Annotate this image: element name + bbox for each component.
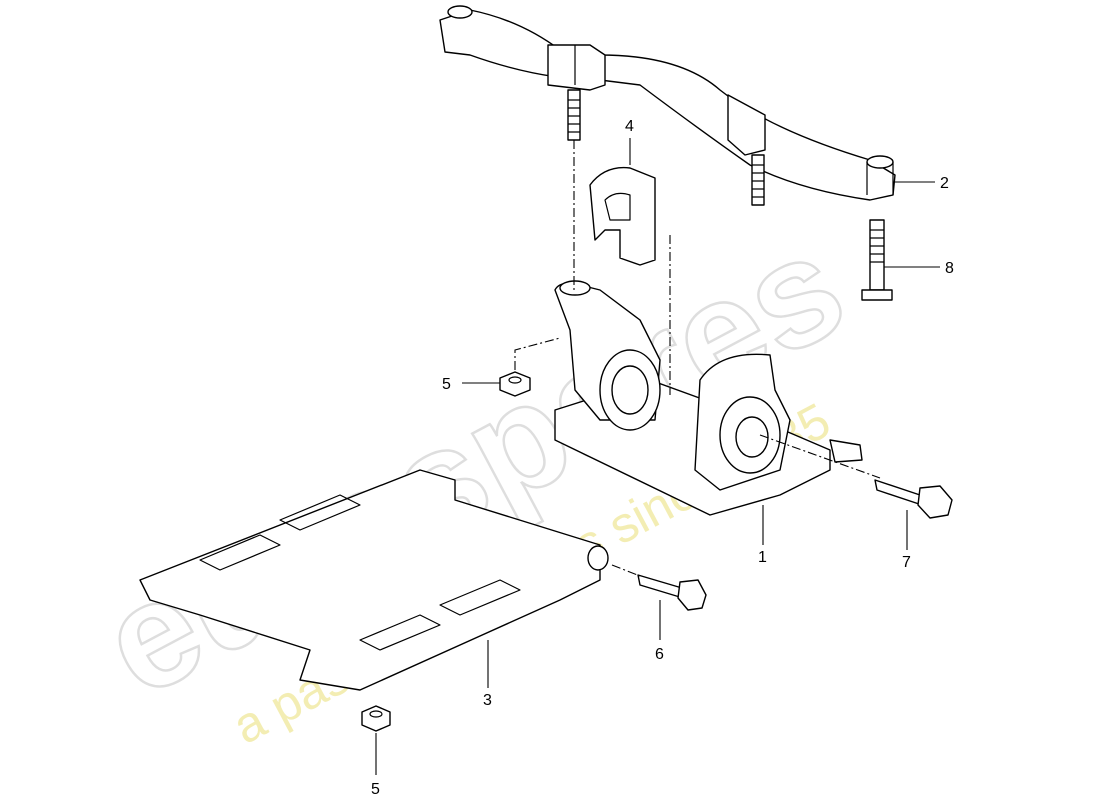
- callout-part-5-lower: 5: [371, 781, 380, 798]
- callout-part-4: 4: [625, 118, 634, 135]
- callout-part-2: 2: [940, 175, 949, 192]
- bolt-part-7: [874, 479, 953, 519]
- leader-lines: [375, 138, 940, 775]
- callout-part-6: 6: [655, 646, 664, 663]
- bolt-part-6: [637, 574, 707, 611]
- callout-part-1: 1: [758, 549, 767, 566]
- callout-part-5-upper: 5: [442, 376, 451, 393]
- nut-part-5-upper: [499, 371, 531, 397]
- callout-part-8: 8: [945, 260, 954, 277]
- callout-part-7: 7: [902, 554, 911, 571]
- insert-part-4: [589, 166, 656, 266]
- callouts: 4 2 8 5 1 7 6 3 5: [371, 118, 954, 798]
- nut-part-5-lower: [361, 705, 391, 732]
- assembly-lines: [514, 140, 881, 577]
- guard-part-3: [139, 469, 609, 691]
- bolt-part-8: [861, 219, 893, 301]
- callout-part-3: 3: [483, 692, 492, 709]
- crossmember-part-2: [439, 5, 896, 206]
- mount-bracket-part-1: [554, 280, 863, 516]
